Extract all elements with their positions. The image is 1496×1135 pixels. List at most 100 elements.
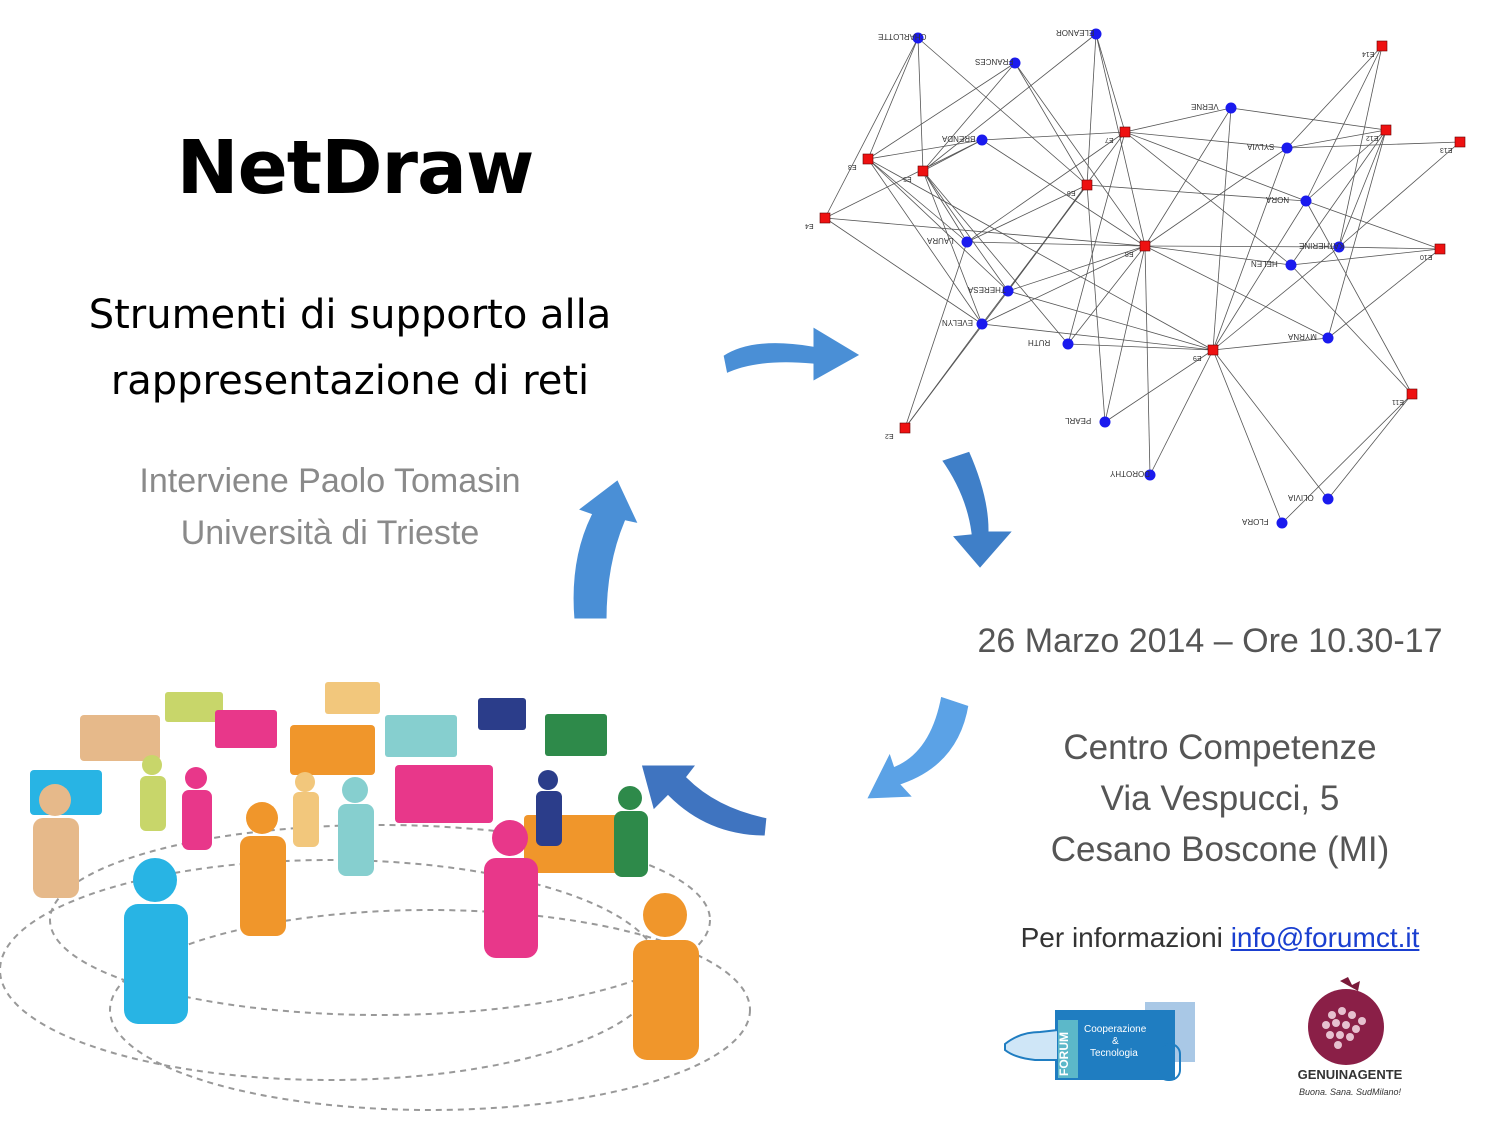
network-person-node <box>1300 195 1312 207</box>
forum-logo: FORUM Cooperazione & Tecnologia <box>1004 1002 1195 1081</box>
network-edge <box>1212 349 1329 500</box>
network-person-label: DOROTHY <box>1109 469 1150 478</box>
network-person-node <box>1322 332 1334 344</box>
network-person-label: SYLVIA <box>1246 142 1274 151</box>
network-edge <box>981 131 1126 141</box>
network-event-label: E9 <box>1193 354 1202 361</box>
network-person-node <box>1276 517 1288 529</box>
network-event-node <box>1434 243 1446 255</box>
network-event-label: E7 <box>1105 136 1114 143</box>
network-edge <box>1086 33 1097 186</box>
network-edge <box>1086 184 1307 202</box>
network-event-node <box>1454 136 1466 148</box>
network-person-label: FRANCES <box>975 57 1013 66</box>
network-event-label: E13 <box>1440 146 1453 153</box>
network-edge <box>1327 393 1413 500</box>
network-person-label: ELEANOR <box>1056 28 1094 37</box>
network-edge <box>1095 33 1146 247</box>
network-person-label: EVELYN <box>942 318 973 327</box>
network-edge <box>1290 248 1441 266</box>
genuinagente-logo: GENUINAGENTE Buona. Sana. SudMilano! <box>1298 977 1403 1097</box>
network-edge <box>1104 245 1146 423</box>
genuinagente-tagline: Buona. Sana. SudMilano! <box>1299 1087 1402 1097</box>
network-edge <box>1305 129 1387 202</box>
network-person-node <box>1281 142 1293 154</box>
network-person-label: RUTH <box>1028 338 1050 347</box>
network-edge <box>1007 290 1214 351</box>
network-person-node <box>1002 285 1014 297</box>
network-edge <box>867 158 1214 351</box>
event-venue: Centro Competenze Via Vespucci, 5 Cesano… <box>960 722 1480 875</box>
network-edge <box>1144 245 1340 248</box>
network-edge <box>1305 200 1413 395</box>
network-event-node <box>1207 344 1219 356</box>
network-edges <box>824 33 1461 524</box>
forum-logo-line-2: & <box>1112 1036 1119 1047</box>
network-edge <box>1212 200 1307 351</box>
forum-logo-line-1: Cooperazione <box>1084 1024 1147 1035</box>
network-edge <box>1327 129 1387 339</box>
network-edge <box>922 33 1097 172</box>
forum-logo-word: FORUM <box>1057 1032 1071 1076</box>
contact-label: Per informazioni <box>1020 922 1231 953</box>
network-person-node <box>1285 259 1297 271</box>
network-edge <box>1338 246 1441 250</box>
network-edge <box>922 139 983 172</box>
network-edge <box>981 139 1146 247</box>
network-person-node <box>1225 102 1237 114</box>
network-event-node <box>1406 388 1418 400</box>
network-edge <box>1286 45 1383 149</box>
network-person-label: MYRNA <box>1287 332 1317 341</box>
speaker-name: Interviene Paolo Tomasin <box>139 462 521 500</box>
network-person-label: THERESA <box>967 285 1005 294</box>
network-edge <box>1067 245 1146 345</box>
network-edge <box>867 139 983 160</box>
network-person-label: LAURA <box>926 236 953 245</box>
network-edge <box>1067 131 1126 345</box>
network-edge <box>981 323 1214 351</box>
network-edge <box>1230 107 1387 131</box>
people-network-illustration <box>0 682 751 1111</box>
network-edge <box>1212 107 1232 351</box>
arrow-down-icon <box>937 448 1019 573</box>
network-person-label: NORA <box>1265 195 1289 204</box>
network-edge <box>1124 131 1288 149</box>
network-event-label: E14 <box>1362 50 1375 57</box>
network-edge <box>1290 129 1387 266</box>
network-edge <box>1124 131 1307 202</box>
network-edge <box>867 158 968 243</box>
network-edge <box>981 245 1146 325</box>
network-edge <box>1281 393 1413 524</box>
network-edge <box>1212 337 1329 351</box>
arrow-up-icon <box>570 475 643 622</box>
network-event-node <box>917 165 929 177</box>
network-edge <box>1095 33 1126 133</box>
network-event-label: E4 <box>805 222 814 229</box>
network-event-label: E2 <box>885 432 894 439</box>
network-edge <box>966 241 1146 247</box>
network-edge <box>1290 264 1413 395</box>
network-edge <box>1144 107 1232 247</box>
network-edge <box>1144 245 1329 339</box>
network-edge <box>1124 107 1232 133</box>
speaker-affiliation: Università di Trieste <box>180 514 480 552</box>
network-person-node <box>1062 338 1074 350</box>
network-person-node <box>961 236 973 248</box>
network-person-label: VERNE <box>1191 102 1219 111</box>
contact-email-link[interactable]: info@forumct.it <box>1230 922 1420 953</box>
network-edge <box>1014 62 1088 186</box>
network-edge <box>1305 200 1441 250</box>
network-edge <box>867 62 1016 160</box>
network-event-node <box>1380 124 1392 136</box>
network-person-label: PEARL <box>1064 416 1091 425</box>
network-edge <box>1144 245 1151 476</box>
network-edge <box>981 184 1088 325</box>
network-edge <box>1144 147 1288 247</box>
speaker-info: Interviene Paolo Tomasin Università di T… <box>60 455 600 559</box>
network-edge <box>1212 147 1288 351</box>
arrow-right-icon <box>720 322 865 386</box>
network-event-node <box>1081 179 1093 191</box>
network-edge <box>1305 45 1383 202</box>
network-edge <box>904 241 968 429</box>
